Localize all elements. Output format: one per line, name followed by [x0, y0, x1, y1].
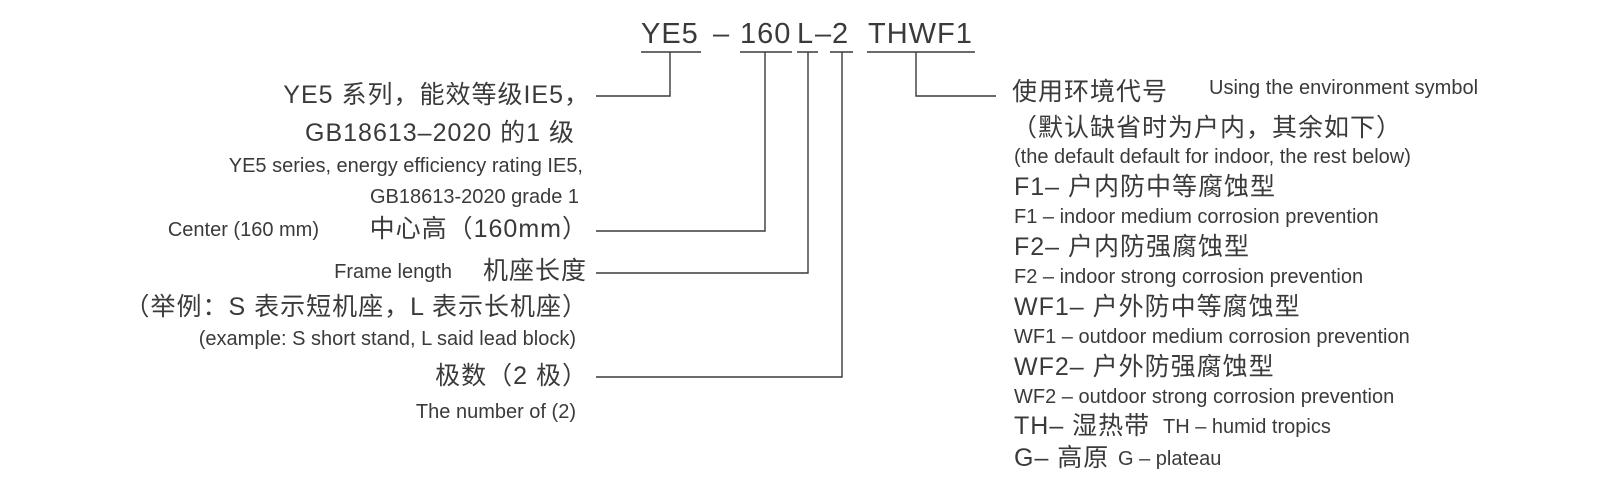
code-pole-dash: –: [815, 18, 833, 50]
env-label-zh: 使用环境代号: [1012, 78, 1169, 106]
code-series: YE5: [641, 18, 699, 50]
frame-example-zh: （举例：S 表示短机座，L 表示长机座）: [124, 293, 588, 321]
default-label-en: (the default default for indoor, the res…: [1014, 146, 1411, 168]
f2-label-zh: F2– 户内防强腐蚀型: [1014, 233, 1251, 261]
g-label-en: G – plateau: [1118, 448, 1222, 470]
poles-label-en: The number of (2): [415, 401, 576, 423]
wf2-label-en: WF2 – outdoor strong corrosion preventio…: [1014, 386, 1395, 408]
frame-label-en: Frame length: [334, 261, 452, 283]
center-height-label-zh: 中心高（160mm）: [369, 215, 588, 243]
leader-center-height: [596, 52, 766, 232]
wf2-label-zh: WF2– 户外防强腐蚀型: [1014, 353, 1275, 381]
th-label-zh: TH– 湿热带: [1014, 412, 1151, 440]
series-label-en-1: YE5 series, energy efficiency rating IE5…: [228, 155, 583, 177]
code-dash: –: [713, 18, 731, 50]
code-frame: L: [797, 18, 815, 50]
code-center-height: 160: [740, 18, 792, 50]
leader-series: [596, 52, 671, 97]
wf1-label-en: WF1 – outdoor medium corrosion preventio…: [1014, 326, 1410, 348]
wf1-label-zh: WF1– 户外防中等腐蚀型: [1014, 293, 1301, 321]
leader-poles: [596, 52, 843, 378]
center-height-label-en: Center (160 mm): [167, 219, 319, 241]
frame-example-en: (example: S short stand, L said lead blo…: [198, 328, 576, 350]
series-label-zh-1: YE5 系列，能效等级IE5，: [283, 81, 590, 109]
code-poles: 2: [832, 18, 850, 50]
series-label-en-2: GB18613-2020 grade 1: [369, 186, 579, 208]
f1-label-zh: F1– 户内防中等腐蚀型: [1014, 173, 1277, 201]
f2-label-en: F2 – indoor strong corrosion prevention: [1014, 266, 1364, 288]
leader-frame: [596, 52, 809, 274]
leader-environment: [915, 52, 996, 97]
frame-label-zh: 机座长度: [482, 257, 587, 285]
code-environment: THWF1: [868, 18, 973, 50]
poles-label-zh: 极数（2 极）: [435, 362, 588, 390]
default-label-zh: （默认缺省时为户内，其余如下）: [1012, 114, 1403, 142]
series-label-zh-2: GB18613–2020 的1 级: [305, 119, 575, 147]
th-label-en: TH – humid tropics: [1163, 416, 1331, 438]
g-label-zh: G– 高原: [1014, 444, 1110, 472]
env-label-en: Using the environment symbol: [1209, 77, 1479, 99]
f1-label-en: F1 – indoor medium corrosion prevention: [1014, 206, 1379, 228]
